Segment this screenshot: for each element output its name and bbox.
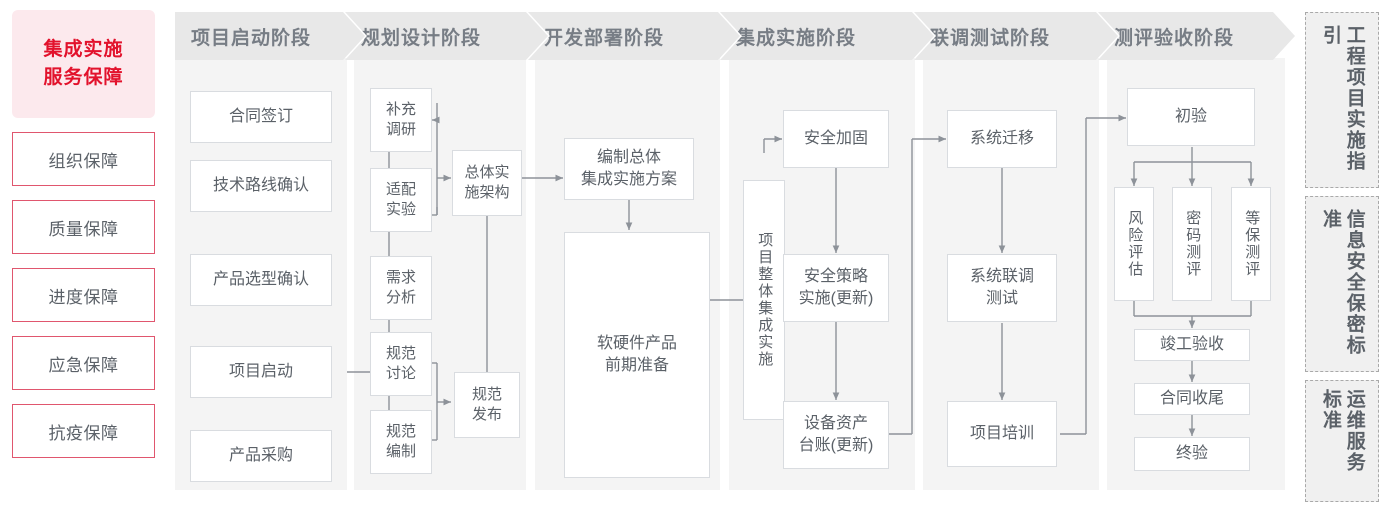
node-security-hardening[interactable]: 安全加固: [783, 110, 889, 168]
node-system-joint-test[interactable]: 系统联调 测试: [947, 254, 1057, 322]
node-label: 产品选型确认: [213, 269, 309, 291]
node-label: 项目培训: [970, 423, 1034, 445]
guarantee-item-epidemic[interactable]: 抗疫保障: [12, 404, 155, 458]
standard-box-engineering-guideline[interactable]: 工程项目实施指引: [1305, 12, 1379, 188]
node-label: 项目整体集成实施: [756, 232, 773, 368]
node-label: 等保测评: [1243, 210, 1260, 278]
node-label: 项目启动: [229, 361, 293, 383]
node-overall-integration-plan[interactable]: 编制总体 集成实施方案: [564, 138, 694, 200]
node-equipment-asset-ledger[interactable]: 设备资产 台账(更新): [783, 401, 889, 469]
node-security-policy-implementation[interactable]: 安全策略 实施(更新): [783, 254, 889, 322]
node-completion-acceptance[interactable]: 竣工验收: [1134, 329, 1250, 361]
node-label: 合同签订: [229, 106, 293, 128]
phase-header-label: 项目启动阶段: [175, 23, 311, 50]
guarantee-item-schedule[interactable]: 进度保障: [12, 268, 155, 322]
node-label: 密码测评: [1184, 210, 1201, 278]
phase-header-label: 集成实施阶段: [720, 23, 856, 50]
phase-header-initiation[interactable]: 项目启动阶段: [175, 12, 365, 60]
phase-header-label: 测评验收阶段: [1098, 23, 1234, 50]
node-product-procurement[interactable]: 产品采购: [190, 430, 332, 482]
standard-label: 信息安全保密标准: [1318, 209, 1366, 359]
node-label: 风险评估: [1126, 210, 1143, 278]
diagram-title-line2: 服务保障: [43, 64, 123, 92]
node-spec-release[interactable]: 规范 发布: [454, 372, 520, 438]
phase-header-integration[interactable]: 集成实施阶段: [720, 12, 934, 60]
node-requirement-analysis[interactable]: 需求 分析: [370, 256, 432, 320]
phase-header-label: 规划设计阶段: [345, 23, 481, 50]
guarantee-column: 集成实施 服务保障 组织保障 质量保障 进度保障 应急保障 抗疫保障: [12, 10, 155, 458]
node-project-training[interactable]: 项目培训: [947, 401, 1057, 467]
node-label: 软硬件产品 前期准备: [597, 333, 677, 376]
diagram-title-card: 集成实施 服务保障: [12, 10, 155, 118]
node-spec-drafting[interactable]: 规范 编制: [370, 410, 432, 474]
node-label: 产品采购: [229, 445, 293, 467]
node-label: 安全策略 实施(更新): [799, 266, 874, 309]
node-label: 需求 分析: [386, 268, 416, 309]
node-label: 安全加固: [804, 128, 868, 150]
node-overall-implementation-architecture[interactable]: 总体实 施架构: [452, 150, 522, 216]
node-label: 系统迁移: [970, 128, 1034, 150]
node-label: 总体实 施架构: [464, 163, 509, 204]
node-contract-signing[interactable]: 合同签订: [190, 91, 332, 143]
phase-header-label: 联调测试阶段: [914, 23, 1050, 50]
node-tech-route-confirm[interactable]: 技术路线确认: [190, 160, 332, 212]
standard-box-infosec-confidentiality-standard[interactable]: 信息安全保密标准: [1305, 196, 1379, 372]
node-contract-closeout[interactable]: 合同收尾: [1134, 383, 1250, 415]
node-label: 适配 实验: [386, 180, 416, 221]
guarantee-item-organization[interactable]: 组织保障: [12, 132, 155, 186]
guarantee-label: 应急保障: [49, 351, 119, 376]
node-spec-discussion[interactable]: 规范 讨论: [370, 332, 432, 396]
node-label: 设备资产 台账(更新): [799, 413, 874, 456]
node-preliminary-acceptance[interactable]: 初验: [1127, 88, 1255, 146]
guarantee-label: 抗疫保障: [49, 419, 119, 444]
standard-label: 工程项目实施指引: [1318, 25, 1366, 175]
node-label: 补充 调研: [386, 100, 416, 141]
standard-box-om-service-standard[interactable]: 运维服务标准: [1305, 380, 1379, 502]
node-label: 规范 发布: [472, 385, 502, 426]
guarantee-label: 组织保障: [49, 147, 119, 172]
node-label: 终验: [1176, 443, 1208, 465]
node-label: 竣工验收: [1160, 334, 1224, 356]
node-hardware-software-prep[interactable]: 软硬件产品 前期准备: [564, 232, 710, 478]
node-label: 系统联调 测试: [970, 266, 1034, 309]
guarantee-label: 质量保障: [49, 215, 119, 240]
node-adaptation-experiment[interactable]: 适配 实验: [370, 168, 432, 232]
guarantee-item-emergency[interactable]: 应急保障: [12, 336, 155, 390]
phase-header-development[interactable]: 开发部署阶段: [528, 12, 740, 60]
phase-header-planning[interactable]: 规划设计阶段: [345, 12, 548, 60]
node-supplementary-research[interactable]: 补充 调研: [370, 88, 432, 152]
node-mlps-evaluation[interactable]: 等保测评: [1231, 187, 1271, 301]
guarantee-label: 进度保障: [49, 283, 119, 308]
node-label: 合同收尾: [1160, 388, 1224, 410]
node-product-selection-confirm[interactable]: 产品选型确认: [190, 254, 332, 306]
node-overall-project-integration[interactable]: 项目整体集成实施: [743, 180, 785, 420]
node-final-acceptance[interactable]: 终验: [1134, 437, 1250, 471]
phase-header-label: 开发部署阶段: [528, 23, 664, 50]
node-system-migration[interactable]: 系统迁移: [947, 110, 1057, 168]
node-label: 编制总体 集成实施方案: [581, 147, 677, 190]
node-risk-assessment[interactable]: 风险评估: [1114, 187, 1154, 301]
phase-header-evaluation[interactable]: 测评验收阶段: [1098, 12, 1295, 60]
standard-label: 运维服务标准: [1318, 389, 1366, 493]
node-label: 规范 编制: [386, 422, 416, 463]
phase-header-joint-testing[interactable]: 联调测试阶段: [914, 12, 1118, 60]
node-label: 初验: [1175, 106, 1207, 128]
node-label: 技术路线确认: [213, 175, 309, 197]
node-project-kickoff[interactable]: 项目启动: [190, 346, 332, 398]
node-crypto-evaluation[interactable]: 密码测评: [1172, 187, 1212, 301]
diagram-title-line1: 集成实施: [43, 36, 123, 64]
guarantee-item-quality[interactable]: 质量保障: [12, 200, 155, 254]
node-label: 规范 讨论: [386, 344, 416, 385]
